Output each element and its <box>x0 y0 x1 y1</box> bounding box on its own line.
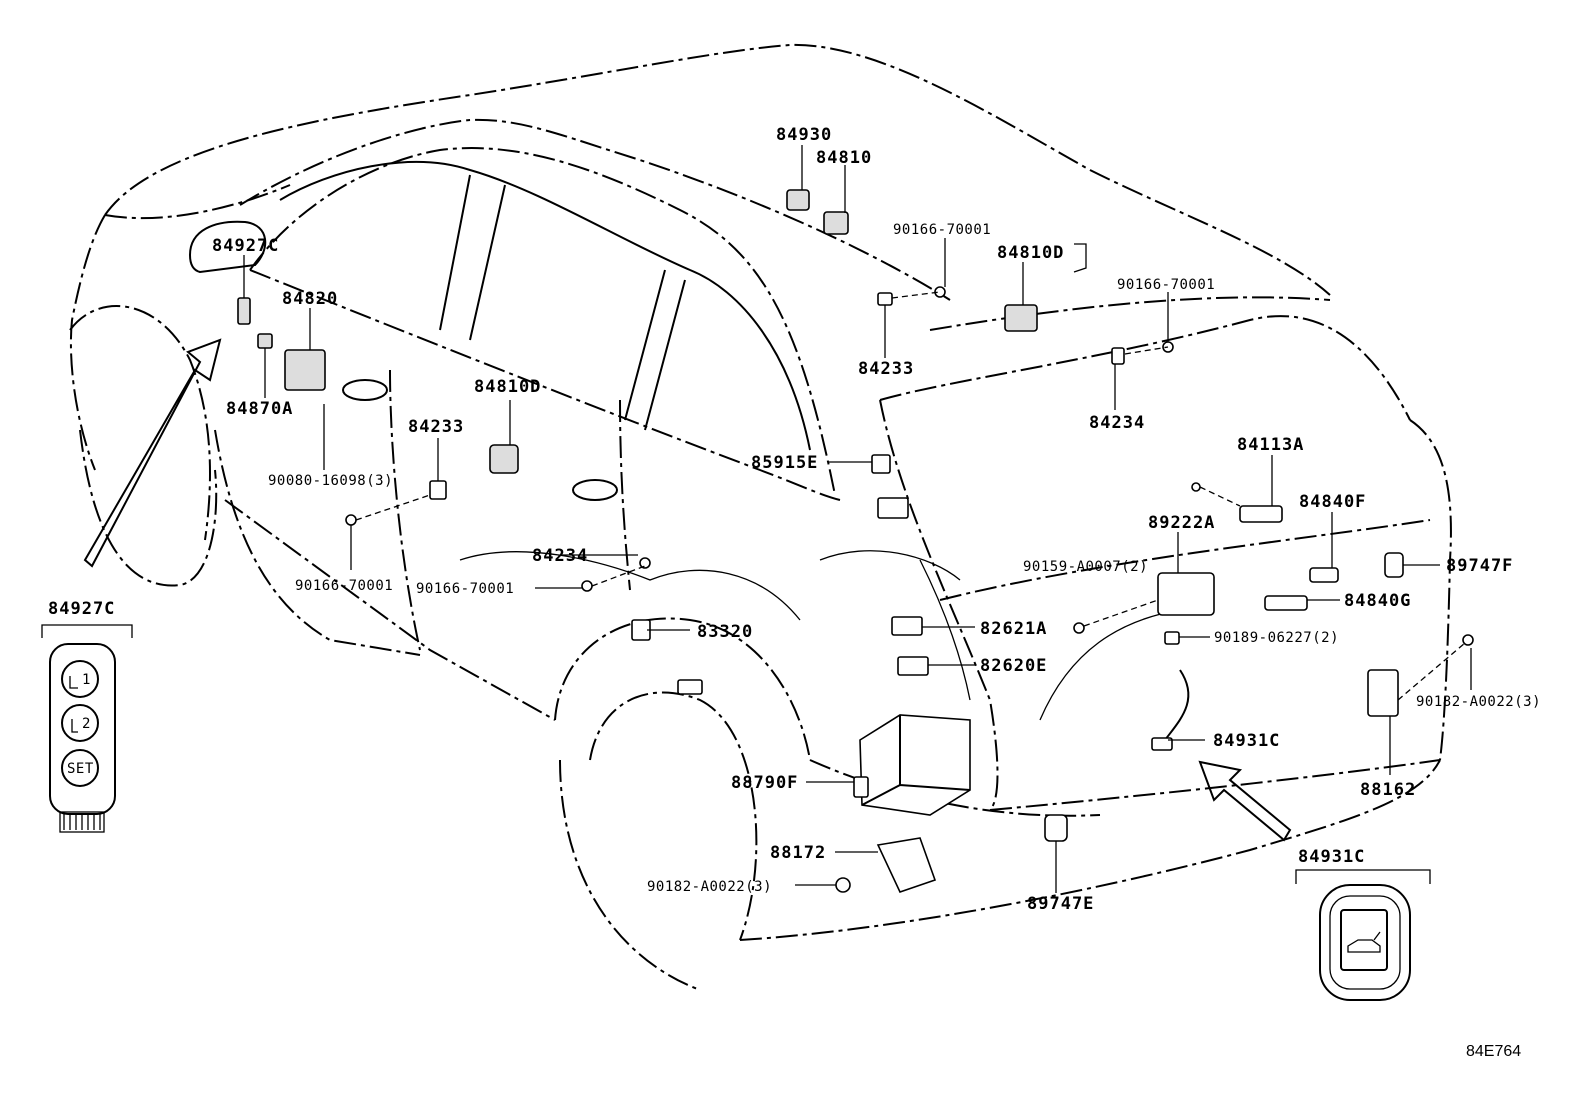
label-88790F: 88790F <box>731 773 798 793</box>
label-84840G: 84840G <box>1344 591 1411 611</box>
label-82620E: 82620E <box>980 656 1047 676</box>
memory-1-label: 1 <box>82 672 91 688</box>
label-90189-06227: 90189-06227(2) <box>1214 630 1339 646</box>
label-90166-70001-sill: 90166-70001 <box>295 578 393 594</box>
arrow-front <box>83 338 222 568</box>
diagram-code: 84E764 <box>1466 1043 1521 1060</box>
label-88172: 88172 <box>770 843 826 863</box>
label-84930: 84930 <box>776 125 832 145</box>
label-90159-A0007: 90159-A0007(2) <box>1023 559 1148 575</box>
label-82621A: 82621A <box>980 619 1047 639</box>
back-door-icon <box>1347 931 1381 953</box>
part-labels: 84930 84810 90166-70001 84810D 90166-700… <box>212 125 1541 914</box>
label-84931C: 84931C <box>1213 731 1280 751</box>
label-90166-70001-qtr: 90166-70001 <box>416 581 514 597</box>
label-90182-A0022-left: 90182-A0022(3) <box>647 879 772 895</box>
label-84810D-top: 84810D <box>997 243 1064 263</box>
memory-1-button <box>61 660 99 698</box>
label-84870A: 84870A <box>226 399 293 419</box>
parts <box>237 189 1474 893</box>
inset-memory-switch-title: 84927C <box>48 599 115 619</box>
leader-lines <box>243 145 1472 893</box>
inset-memory-switch: 84927C 1 2 SET <box>41 599 133 833</box>
inset-back-door-switch: 84931C <box>1295 847 1431 1001</box>
label-90166-70001-roof: 90166-70001 <box>893 222 991 238</box>
memory-2-button <box>61 704 99 742</box>
label-85915E: 85915E <box>751 453 818 473</box>
memory-set-button <box>61 749 99 787</box>
memory-2-label: 2 <box>82 716 91 732</box>
label-84234-left: 84234 <box>532 546 588 566</box>
label-84820: 84820 <box>282 289 338 309</box>
arrow-rear <box>1198 760 1292 842</box>
label-84810D-door: 84810D <box>474 377 541 397</box>
label-84810: 84810 <box>816 148 872 168</box>
label-84233-left: 84233 <box>408 417 464 437</box>
inset-back-door-switch-title: 84931C <box>1298 847 1365 867</box>
label-84927C: 84927C <box>212 236 279 256</box>
label-83320: 83320 <box>697 622 753 642</box>
label-89747F: 89747F <box>1446 556 1513 576</box>
label-84233-roof: 84233 <box>858 359 914 379</box>
label-90080-16098: 90080-16098(3) <box>268 473 393 489</box>
label-84113A: 84113A <box>1237 435 1304 455</box>
label-88162: 88162 <box>1360 780 1416 800</box>
label-90182-A0022-right: 90182-A0022(3) <box>1416 694 1541 710</box>
memory-set-label: SET <box>67 761 94 777</box>
vehicle-body-outline <box>69 43 1452 991</box>
label-84234-right: 84234 <box>1089 413 1145 433</box>
label-89222A: 89222A <box>1148 513 1215 533</box>
label-90166-70001-rear: 90166-70001 <box>1117 277 1215 293</box>
label-84840F: 84840F <box>1299 492 1366 512</box>
label-89747E: 89747E <box>1027 894 1094 914</box>
